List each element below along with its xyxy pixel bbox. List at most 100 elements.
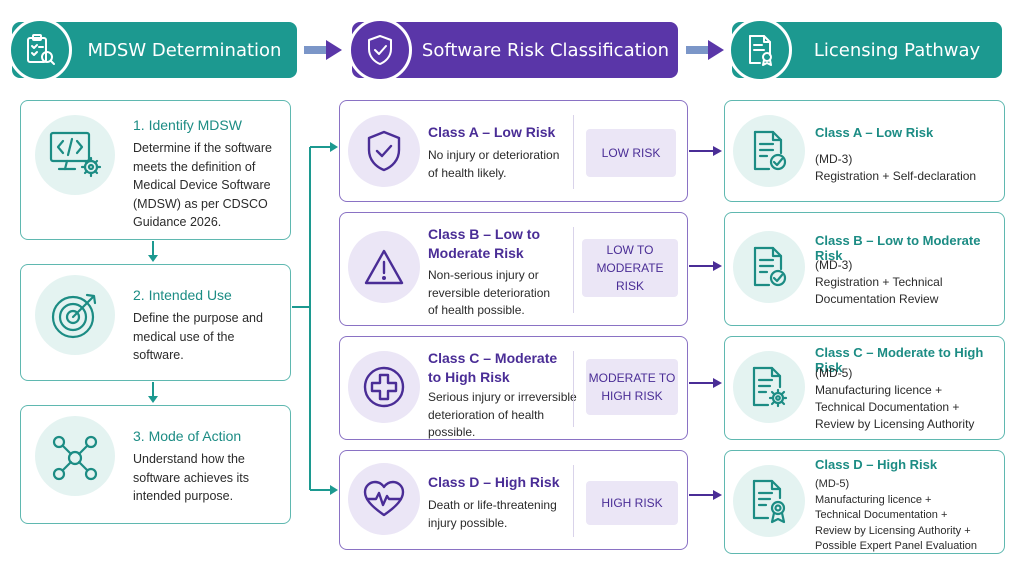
- flow-arrow-icon: [686, 40, 724, 60]
- text-line: of health likely.: [428, 165, 507, 180]
- document-certificate-icon: [733, 465, 805, 537]
- pathway-description: (MD-5) Manufacturing licence + Technical…: [815, 477, 977, 555]
- text-line: Technical Documentation +: [815, 509, 948, 521]
- pathway-card-c: Class C – Moderate to High Risk (MD-5) M…: [724, 336, 1005, 440]
- class-card-d: Class D – High Risk Death or life-threat…: [339, 450, 688, 550]
- down-arrow-icon: [148, 241, 158, 262]
- form-code: (MD-5): [815, 478, 850, 490]
- text-line: Class D – High Risk: [428, 474, 560, 490]
- header-software-risk-classification: Software Risk Classification: [348, 18, 678, 82]
- form-code: (MD-5): [815, 366, 853, 380]
- header-licensing-pathway: Licensing Pathway: [728, 18, 1002, 82]
- text-line: Possible Expert Panel Evaluation: [815, 540, 978, 552]
- class-title: Class B – Low to Moderate Risk: [428, 225, 540, 263]
- class-card-b: Class B – Low to Moderate Risk Non-serio…: [339, 212, 688, 326]
- text-line: HIGH RISK: [601, 389, 663, 403]
- risk-badge: LOW TO MODERATE RISK: [582, 239, 678, 297]
- shield-check-icon: [348, 18, 412, 82]
- pathway-title: Class C – Moderate to High Risk: [815, 345, 984, 375]
- code-monitor-gear-icon: [35, 115, 115, 195]
- header-title: Licensing Pathway: [813, 39, 981, 61]
- class-title: Class A – Low Risk: [428, 123, 555, 142]
- step-title: 2. Intended Use: [133, 287, 232, 303]
- text-line: MODERATE TO: [588, 371, 676, 385]
- text-line: Serious injury or irreversible: [428, 390, 577, 404]
- step-card-intended-use: 2. Intended Use Define the purpose and m…: [20, 264, 291, 381]
- pathway-description: (MD-5) Manufacturing licence + Technical…: [815, 365, 974, 433]
- pathway-title: Class B – Low to Moderate Risk: [815, 233, 981, 263]
- step-card-mode-of-action: 3. Mode of Action Understand how the sof…: [20, 405, 291, 524]
- text-line: Manufacturing licence +: [815, 493, 932, 506]
- divider: [573, 227, 574, 313]
- right-arrow-icon: [689, 261, 722, 271]
- class-description: No injury or deterioration of health lik…: [428, 147, 559, 182]
- text-line: meets the definition of: [133, 159, 256, 174]
- right-arrow-icon: [689, 146, 722, 156]
- text-line: Guidance 2026.: [133, 215, 222, 229]
- text-line: Understand how the: [133, 452, 245, 466]
- text-line: Moderate Risk: [428, 245, 524, 261]
- risk-badge: MODERATE TO HIGH RISK: [586, 359, 678, 415]
- step-description: Define the purpose and medical use of th…: [133, 309, 263, 365]
- pathway-title: Class A – Low Risk: [815, 125, 934, 140]
- document-check-icon: [733, 115, 805, 187]
- pathway-card-b: Class B – Low to Moderate Risk (MD-3) Re…: [724, 212, 1005, 326]
- text-line: intended purpose.: [133, 489, 234, 503]
- flow-arrow-icon: [304, 40, 342, 60]
- step-description: Determine if the software meets the defi…: [133, 139, 272, 232]
- text-line: HIGH RISK: [601, 496, 663, 510]
- class-description: Non-serious injury or reversible deterio…: [428, 267, 550, 320]
- text-line: Registration + Technical: [815, 275, 943, 289]
- text-line: possible.: [428, 425, 476, 439]
- text-line: LOW TO: [606, 243, 654, 257]
- pathway-card-a: Class A – Low Risk (MD-3) Registration +…: [724, 100, 1005, 202]
- text-line: Non-serious injury or: [428, 268, 539, 282]
- checklist-search-icon: [8, 18, 72, 82]
- text-line: No injury or deterioration: [428, 148, 560, 162]
- class-title: Class D – High Risk: [428, 473, 560, 492]
- target-arrow-icon: [35, 275, 115, 355]
- text-line: deterioration of health: [428, 407, 545, 422]
- text-line: Class C – Moderate: [428, 350, 558, 366]
- right-arrow-icon: [689, 378, 722, 388]
- text-line: Review by Licensing Authority +: [815, 524, 971, 537]
- warning-triangle-icon: [348, 231, 420, 303]
- text-line: Medical Device Software: [133, 178, 271, 192]
- heart-pulse-icon: [348, 463, 420, 535]
- text-line: Registration + Self-declaration: [815, 169, 977, 183]
- text-line: Manufacturing licence +: [815, 383, 943, 397]
- step-title: 3. Mode of Action: [133, 428, 242, 444]
- step-title: 1. Identify MDSW: [133, 117, 242, 133]
- divider: [573, 465, 574, 537]
- text-line: MODERATE RISK: [596, 261, 664, 293]
- text-line: of health possible.: [428, 303, 525, 317]
- form-code: (MD-3): [815, 152, 853, 166]
- text-line: LOW RISK: [601, 146, 661, 160]
- text-line: Determine if the software: [133, 141, 272, 155]
- down-arrow-icon: [148, 382, 158, 403]
- header-mdsw-determination: MDSW Determination: [8, 18, 297, 82]
- text-line: software achieves its: [133, 470, 250, 485]
- pathway-description: (MD-3) Registration + Self-declaration: [815, 151, 976, 185]
- network-nodes-icon: [35, 416, 115, 496]
- text-line: software.: [133, 348, 184, 362]
- certificate-icon: [728, 18, 792, 82]
- right-arrow-icon: [689, 490, 722, 500]
- class-description: Serious injury or irreversible deteriora…: [428, 389, 577, 442]
- class-card-c: Class C – Moderate to High Risk Serious …: [339, 336, 688, 440]
- document-gear-icon: [733, 351, 805, 423]
- pathway-card-d: Class D – High Risk (MD-5) Manufacturing…: [724, 450, 1005, 554]
- text-line: reversible deterioration: [428, 285, 551, 300]
- text-line: medical use of the: [133, 329, 235, 344]
- divider: [573, 115, 574, 189]
- header-title: Software Risk Classification: [421, 39, 670, 61]
- branch-connector: [292, 142, 338, 495]
- step-description: Understand how the software achieves its…: [133, 450, 249, 506]
- document-check-icon: [733, 231, 805, 303]
- pathway-description: (MD-3) Registration + Technical Document…: [815, 257, 943, 308]
- text-line: Technical Documentation +: [815, 400, 960, 414]
- shield-check-icon: [348, 115, 420, 187]
- divider: [573, 351, 574, 427]
- header-title: MDSW Determination: [87, 39, 282, 61]
- text-line: Death or life-threatening: [428, 498, 557, 512]
